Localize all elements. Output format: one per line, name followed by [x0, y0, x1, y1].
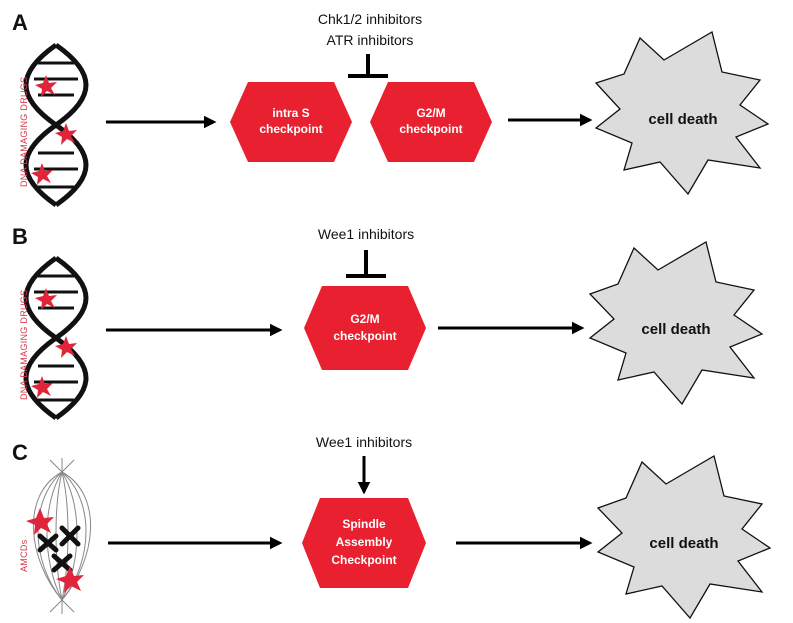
panel-c: C AMCDs: [12, 434, 772, 620]
outcome-label: cell death: [641, 321, 710, 338]
inhibitor-label: ATR inhibitors: [327, 32, 414, 48]
dna-helix-icon: [23, 255, 89, 421]
dna-lesion-icon: [31, 163, 53, 185]
checkpoint-g2m: G2/M checkpoint: [370, 82, 492, 162]
checkpoint-g2m: G2/M checkpoint: [304, 286, 426, 370]
checkpoint-spindle-assembly: Spindle Assembly Checkpoint: [302, 498, 426, 588]
checkpoint-label: Spindle: [342, 517, 386, 531]
drug-label: DNA DAMAGING DRUGS: [19, 77, 29, 187]
panel-a: A DNA DAMAGING DRUGS Chk1/2 inhibitors A…: [12, 10, 770, 208]
outcome-label: cell death: [649, 535, 718, 552]
panel-letter: B: [12, 224, 28, 249]
inhibitor-label: Wee1 inhibitors: [316, 434, 412, 450]
dna-lesion-icon: [31, 376, 53, 398]
inhibitor-label: Chk1/2 inhibitors: [318, 11, 422, 27]
spindle-lesion-icon: [56, 566, 84, 593]
dna-lesion-icon: [55, 123, 77, 145]
dna-lesion-icon: [55, 336, 77, 358]
checkpoint-intra-s: intra S checkpoint: [230, 82, 352, 162]
checkpoint-label: G2/M: [416, 106, 445, 120]
checkpoint-label: G2/M: [350, 312, 379, 326]
drug-label: DNA DAMAGING DRUGS: [19, 290, 29, 400]
drug-label: AMCDs: [19, 539, 29, 572]
panel-b: B DNA DAMAGING DRUGS Wee1 inhibitors: [12, 224, 764, 421]
inhibition-bar: [348, 54, 388, 78]
checkpoint-label: intra S: [272, 106, 309, 120]
dna-lesion-icon: [35, 75, 57, 97]
mitotic-spindle-icon: [32, 458, 92, 614]
inhibition-bar: [346, 250, 386, 278]
outcome-label: cell death: [648, 111, 717, 128]
dna-helix-icon: [23, 42, 89, 208]
cell-death-burst-icon: cell death: [596, 455, 772, 620]
inhibitor-label: Wee1 inhibitors: [318, 226, 414, 242]
spindle-lesion-icon: [26, 508, 54, 535]
cell-death-burst-icon: cell death: [594, 31, 770, 196]
checkpoint-label: Assembly: [336, 535, 393, 549]
checkpoint-label: checkpoint: [259, 122, 322, 136]
panel-letter: A: [12, 10, 28, 35]
checkpoint-label: checkpoint: [399, 122, 462, 136]
dna-lesion-icon: [35, 288, 57, 310]
panel-letter: C: [12, 440, 28, 465]
checkpoint-label: Checkpoint: [331, 553, 396, 567]
checkpoint-label: checkpoint: [333, 329, 396, 343]
cell-death-burst-icon: cell death: [588, 241, 764, 406]
